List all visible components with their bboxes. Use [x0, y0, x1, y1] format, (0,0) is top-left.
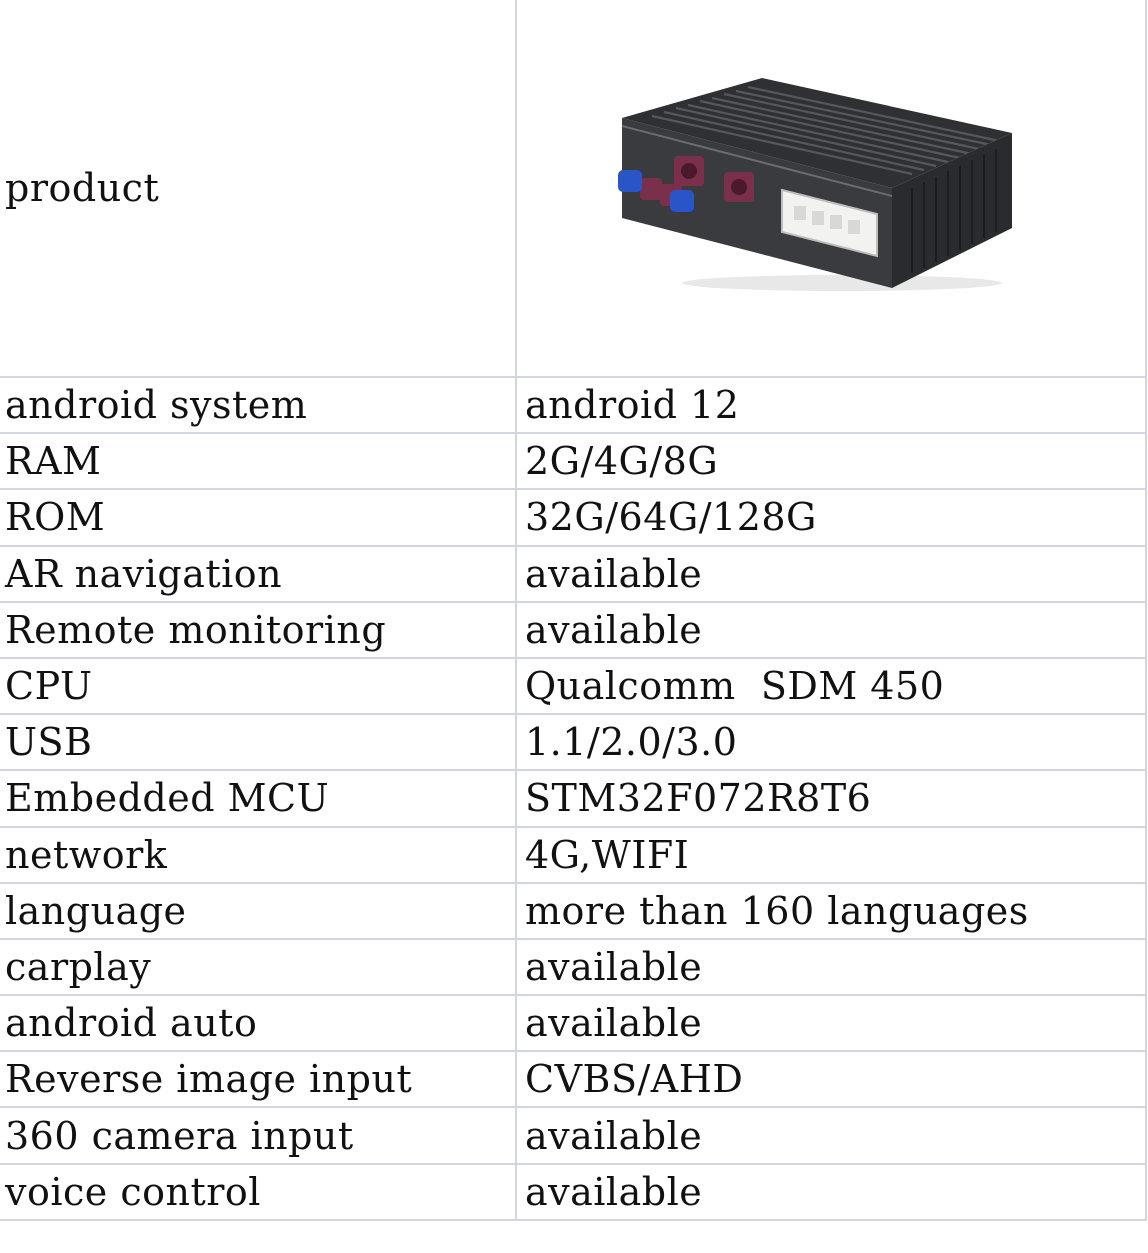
spec-row: carplay available — [0, 937, 1147, 997]
spec-name: AR navigation — [0, 544, 517, 603]
spec-name: USB — [0, 713, 517, 772]
spec-row: android auto available — [0, 994, 1147, 1053]
spec-table: product — [0, 0, 1147, 1221]
spec-value: android 12 — [515, 375, 1147, 435]
product-row: product — [0, 0, 1147, 378]
spec-name: Remote monitoring — [0, 600, 517, 659]
spec-value: Qualcomm SDM 450 — [515, 656, 1147, 716]
product-image-cell — [515, 0, 1147, 378]
spec-row: Embedded MCU STM32F072R8T6 — [0, 769, 1147, 828]
spec-name: RAM — [0, 432, 517, 491]
spec-name: network — [0, 825, 517, 884]
spec-value: more than 160 languages — [515, 881, 1147, 940]
spec-name: carplay — [0, 937, 517, 997]
spec-value: CVBS/AHD — [515, 1050, 1147, 1109]
spec-row: Reverse image input CVBS/AHD — [0, 1050, 1147, 1109]
android-navigation-box-device-icon — [618, 78, 1012, 291]
spec-value: available — [515, 1162, 1147, 1221]
spec-name: 360 camera input — [0, 1106, 517, 1165]
spec-row: voice control available — [0, 1162, 1147, 1221]
spec-row: ROM 32G/64G/128G — [0, 488, 1147, 547]
spec-name: voice control — [0, 1162, 517, 1221]
spec-row: AR navigation available — [0, 544, 1147, 603]
spec-value: 4G,WIFI — [515, 825, 1147, 884]
spec-name: android system — [0, 375, 517, 435]
spec-row: language more than 160 languages — [0, 881, 1147, 940]
spec-name: ROM — [0, 488, 517, 547]
spec-row: RAM 2G/4G/8G — [0, 432, 1147, 491]
spec-value: available — [515, 1106, 1147, 1165]
spec-value: 1.1/2.0/3.0 — [515, 713, 1147, 772]
spec-value: 2G/4G/8G — [515, 432, 1147, 491]
spec-row: CPU Qualcomm SDM 450 — [0, 656, 1147, 716]
spec-value: available — [515, 600, 1147, 659]
spec-name: CPU — [0, 656, 517, 716]
spec-row: network 4G,WIFI — [0, 825, 1147, 884]
spec-name: language — [0, 881, 517, 940]
spec-row: android system android 12 — [0, 375, 1147, 435]
product-label: product — [0, 0, 517, 378]
spec-name: Embedded MCU — [0, 769, 517, 828]
spec-name: android auto — [0, 994, 517, 1053]
spec-value: available — [515, 544, 1147, 603]
spec-row: USB 1.1/2.0/3.0 — [0, 713, 1147, 772]
spec-value: available — [515, 994, 1147, 1053]
spec-value: available — [515, 937, 1147, 997]
spec-row: 360 camera input available — [0, 1106, 1147, 1165]
spec-name: Reverse image input — [0, 1050, 517, 1109]
spec-row: Remote monitoring available — [0, 600, 1147, 659]
spec-value: STM32F072R8T6 — [515, 769, 1147, 828]
spec-value: 32G/64G/128G — [515, 488, 1147, 547]
